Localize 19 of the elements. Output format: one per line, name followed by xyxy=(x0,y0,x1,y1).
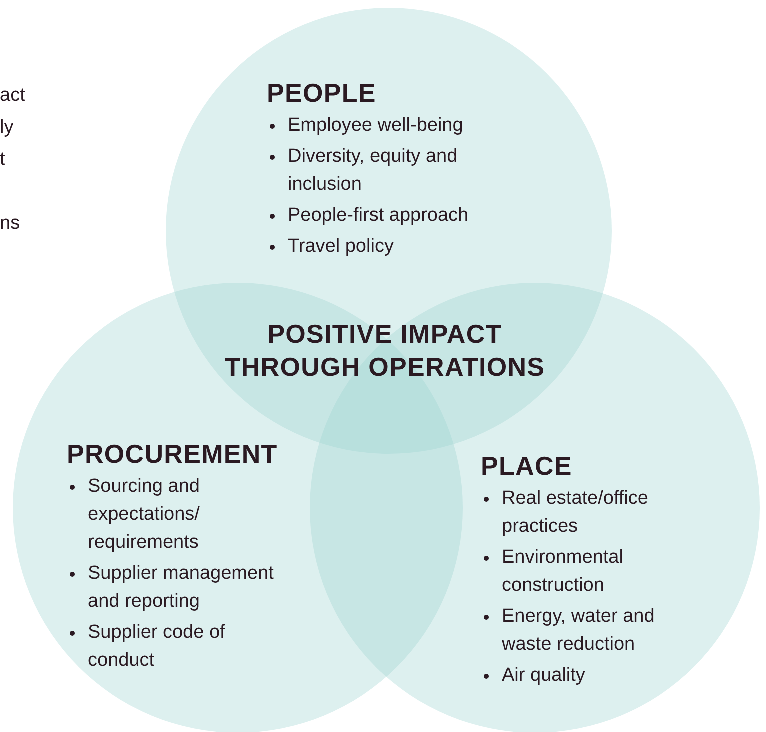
bullet-item: Air quality xyxy=(502,664,586,688)
bullet-item: Real estate/office practices xyxy=(502,487,650,539)
bullet-item: Employee well-being xyxy=(288,114,464,138)
circle-heading: PROCUREMENT xyxy=(67,438,278,471)
bullet-item: Travel policy xyxy=(288,235,394,259)
bullet-item: Supplier code of conduct xyxy=(88,621,226,673)
text-fragment: t xyxy=(0,148,6,172)
bullet-item: Supplier management and reporting xyxy=(88,562,275,614)
text-fragment: ly xyxy=(0,116,14,140)
bullet-item: Sourcing and expectations/ requirements xyxy=(88,475,201,555)
circle-heading: PLACE xyxy=(481,450,572,483)
bullet-item: Energy, water and waste reduction xyxy=(502,605,656,657)
bullet-item: People-first approach xyxy=(288,204,469,228)
bullet-item: Environmental construction xyxy=(502,546,624,598)
text-fragment: act xyxy=(0,84,26,108)
circle-heading: PEOPLE xyxy=(267,77,376,110)
bullet-item: Diversity, equity and inclusion xyxy=(288,145,459,197)
text-fragment: ns xyxy=(0,212,20,236)
center-title: POSITIVE IMPACT THROUGH OPERATIONS xyxy=(224,318,546,384)
